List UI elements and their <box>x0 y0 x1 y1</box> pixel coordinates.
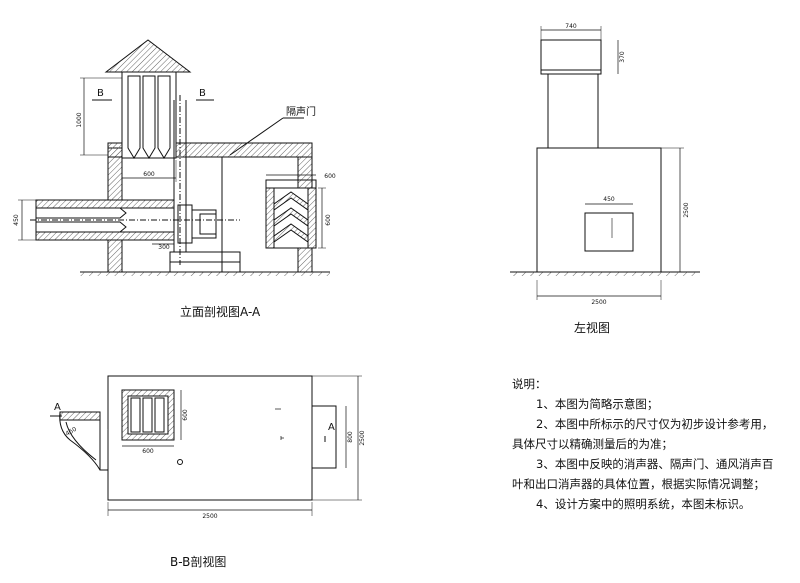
left-view-caption: 左视图 <box>574 320 610 335</box>
dim-bb-inner-height: 600 <box>182 409 189 421</box>
dim-bb-inner: 600 <box>142 448 154 455</box>
section-mark-a-right: A <box>328 422 335 433</box>
door-label: 隔声门 <box>286 105 316 118</box>
section-mark-b-left: B <box>97 88 104 99</box>
note-item: 2、本图中所标示的尺寸仅为初步设计参考用， <box>536 417 774 431</box>
note-item: 1、本图为简略示意图； <box>536 397 659 411</box>
dim-lv-top: 740 <box>565 23 577 30</box>
dim-aa-width: 600 <box>143 171 155 178</box>
dim-lv-height: 2500 <box>683 202 690 217</box>
dim-aa-fan: 300 <box>158 244 170 251</box>
notes-title: 说明： <box>512 377 547 391</box>
dim-bb-right: 800 <box>347 431 354 443</box>
dim-lv-top-height: 370 <box>619 51 626 63</box>
dim-aa-right-width: 600 <box>324 173 336 180</box>
dim-bb-duct: 450 <box>65 426 79 438</box>
notes-block: 说明： 1、本图为简略示意图； 2、本图中所标示的尺寸仅为初步设计参考用， 具体… <box>512 374 792 514</box>
section-bb-view <box>50 375 362 516</box>
note-item: 4、设计方案中的照明系统，本图未标识。 <box>536 497 751 511</box>
section-aa-caption: 立面剖视图A-A <box>180 304 261 319</box>
section-aa-view <box>18 39 330 276</box>
dim-bb-width: 2500 <box>359 430 366 445</box>
note-item: 3、本图中反映的消声器、隔声门、通风消声百 <box>536 457 774 471</box>
note-item: 具体尺寸以精确测量后的为准； <box>512 437 673 451</box>
left-view-labels: 740 370 450 2500 2500 左视图 <box>565 23 690 335</box>
left-view <box>510 26 700 300</box>
section-aa-labels: 1000 600 600 600 450 300 隔声门 B B 立面剖视图A-… <box>13 88 336 319</box>
dim-aa-height: 1000 <box>76 112 83 127</box>
dim-aa-right-height: 600 <box>325 214 332 226</box>
section-bb-caption: B-B剖视图 <box>170 554 226 569</box>
dim-aa-pipe: 450 <box>13 214 20 226</box>
dim-bb-length: 2500 <box>202 513 217 520</box>
dim-lv-width: 2500 <box>591 299 606 306</box>
section-mark-b-right: B <box>199 88 206 99</box>
dim-lv-opening: 450 <box>603 196 615 203</box>
note-item: 叶和出口消声器的具体位置，根据实际情况调整； <box>512 477 765 491</box>
section-bb-labels: 600 600 450 2500 800 2500 A A B-B剖视图 <box>54 402 366 569</box>
section-mark-a-left: A <box>54 402 61 413</box>
